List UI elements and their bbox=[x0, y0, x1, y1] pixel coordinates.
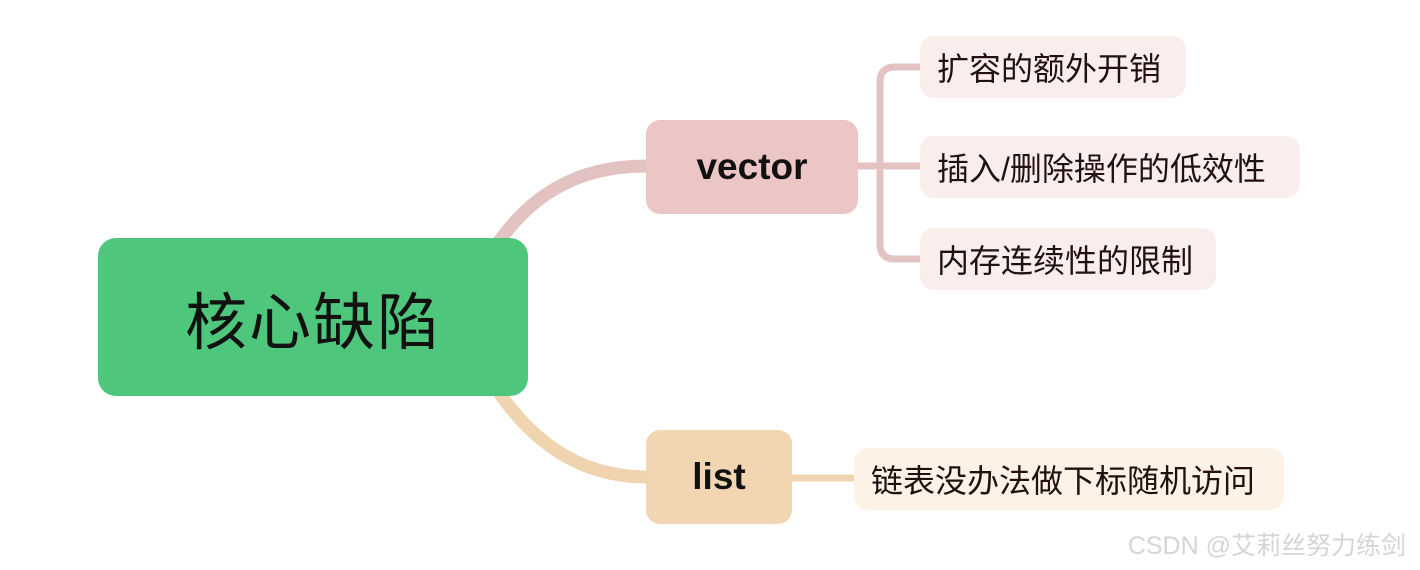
leaf-node-vector-1-label: 插入/删除操作的低效性 bbox=[937, 151, 1266, 187]
edge-vector-to-leaf-2 bbox=[854, 162, 926, 263]
root-node[interactable]: 核心缺陷 bbox=[98, 238, 528, 396]
watermark: CSDN @艾莉丝努力练剑 bbox=[1127, 532, 1406, 560]
branch-node-vector-label: vector bbox=[696, 146, 808, 187]
leaf-node-vector-2-label: 内存连续性的限制 bbox=[937, 243, 1194, 279]
branch-node-vector[interactable]: vector bbox=[646, 120, 858, 214]
leaf-node-vector-0[interactable]: 扩容的额外开销 bbox=[920, 36, 1186, 98]
branch-node-list[interactable]: list bbox=[646, 430, 792, 524]
edge-vector-to-leaf-0 bbox=[854, 63, 926, 170]
leaf-node-vector-1[interactable]: 插入/删除操作的低效性 bbox=[920, 136, 1300, 198]
edge-root-to-list bbox=[493, 387, 655, 484]
leaf-node-vector-0-label: 扩容的额外开销 bbox=[937, 51, 1162, 87]
leaf-node-vector-2[interactable]: 内存连续性的限制 bbox=[920, 228, 1216, 290]
leaf-node-list-0[interactable]: 链表没办法做下标随机访问 bbox=[854, 448, 1284, 510]
root-node-label: 核心缺陷 bbox=[184, 289, 441, 358]
leaf-node-list-0-label: 链表没办法做下标随机访问 bbox=[871, 463, 1256, 499]
branch-node-list-label: list bbox=[692, 456, 746, 497]
edge-root-to-vector bbox=[493, 159, 655, 247]
